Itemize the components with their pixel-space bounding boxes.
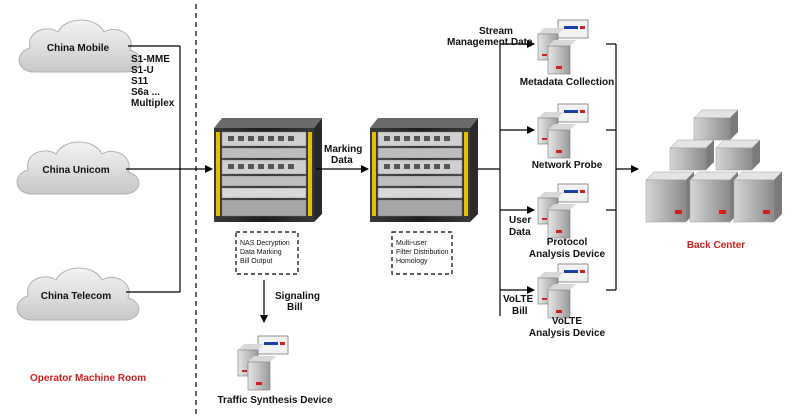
- traffic-synthesis-label: Traffic Synthesis Device: [217, 395, 332, 406]
- device-1-chassis: [213, 117, 323, 223]
- signaling-bill-label: Signaling: [275, 291, 320, 302]
- operator-label: China Unicom: [42, 165, 109, 176]
- server-label: Analysis Device: [529, 328, 606, 339]
- marking-data-label: Data: [331, 155, 353, 166]
- server-network-probe: Network Probe: [532, 103, 603, 171]
- signaling-bill-label: Bill: [287, 302, 303, 313]
- server-volte-analysis: VoLTE Analysis Device: [529, 263, 606, 339]
- distribution-links: [478, 40, 639, 316]
- operator-cloud-china-unicom: China Unicom: [16, 141, 140, 195]
- interface-item: S11: [131, 76, 149, 87]
- volte-bill-label: VoLTE: [503, 294, 534, 305]
- server-metadata-collection: Metadata Collection: [520, 19, 614, 88]
- interface-item: S1-MME: [131, 54, 170, 65]
- back-center-label: Back Center: [687, 240, 745, 251]
- operator-label: China Telecom: [41, 291, 111, 302]
- interface-list: S1-MME S1-U S11 S6a ... Multiplex: [131, 54, 175, 109]
- operator-links: [126, 45, 213, 293]
- operator-room-label: Operator Machine Room: [30, 373, 146, 384]
- back-center-cluster: [645, 109, 783, 223]
- server-label: Analysis Device: [529, 249, 606, 260]
- device-2-chassis: [369, 117, 479, 223]
- device-1-function: Data Marking: [240, 249, 282, 256]
- device-1-function: NAS Decryption: [240, 240, 290, 247]
- user-data-label: Data: [509, 227, 531, 238]
- interface-item: S6a ...: [131, 87, 160, 98]
- server-protocol-analysis: Protocol Analysis Device: [529, 183, 606, 260]
- marking-data-label: Marking: [324, 144, 362, 155]
- server-label: Protocol: [547, 237, 588, 248]
- interface-item: Multiplex: [131, 98, 175, 109]
- operator-cloud-china-mobile: China Mobile: [18, 19, 142, 73]
- operator-label: China Mobile: [47, 43, 110, 54]
- stream-mgmt-label: Stream: [479, 26, 513, 37]
- server-label: Network Probe: [532, 160, 603, 171]
- server-label: VoLTE: [552, 316, 583, 327]
- device-2-function: Homology: [396, 258, 428, 265]
- volte-bill-label: Bill: [512, 306, 528, 317]
- operator-cloud-china-telecom: China Telecom: [16, 267, 140, 321]
- device-2-function: Multi-user: [396, 240, 427, 247]
- device-1-function-box: NAS Decryption Data Marking Bill Output: [235, 231, 299, 275]
- device-2-function-box: Multi-user Filter Distribution Homology: [391, 231, 453, 275]
- traffic-synthesis-server: [237, 335, 289, 391]
- stream-mgmt-label: Management Data: [447, 37, 533, 48]
- device-1-function: Bill Output: [240, 258, 272, 265]
- user-data-label: User: [509, 215, 531, 226]
- server-label: Metadata Collection: [520, 77, 614, 88]
- interface-item: S1-U: [131, 65, 154, 76]
- device-2-function: Filter Distribution: [396, 249, 449, 256]
